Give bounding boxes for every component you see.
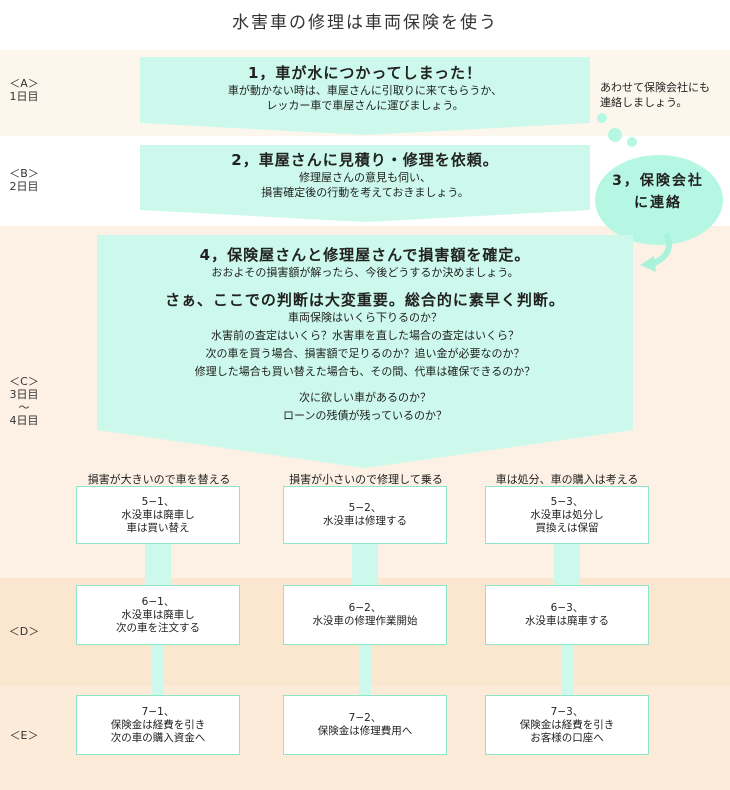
box-line: 保険金は経費を引き bbox=[519, 718, 615, 731]
aside-note: あわせて保険会社にも 連絡しましょう。 bbox=[600, 80, 724, 110]
step7-3-box: 7−3、 保険金は経費を引き お客様の口座へ bbox=[485, 695, 649, 755]
day-label-end: 4日目 bbox=[9, 414, 39, 427]
step1-box: 1，車が水につかってしまった！ 車が動かない時は、車屋さんに引取りに来てもらうか… bbox=[140, 57, 590, 123]
step5-3-box: 5−3、 水没車は処分し 買換えは保留 bbox=[485, 486, 649, 544]
day-label-sub: 1日目 bbox=[9, 90, 39, 103]
step4-question: 次に欲しい車があるのか？ bbox=[299, 391, 431, 404]
step4-question: 修理した場合も買い替えた場合も、その間、代車は確保できるのか？ bbox=[194, 365, 536, 378]
connector-3-5to6 bbox=[554, 543, 580, 585]
step6-1-box: 6−1、 水没車は廃車し 次の車を注文する bbox=[76, 585, 240, 645]
box-line: お客様の口座へ bbox=[530, 731, 604, 744]
aside-line: 連絡しましょう。 bbox=[600, 96, 688, 109]
day-label-mid: 〜 bbox=[18, 401, 30, 414]
step3-line: に連絡 bbox=[634, 195, 682, 211]
page-title: 水害車の修理は車両保険を使う bbox=[232, 13, 498, 33]
step3-bubble bbox=[595, 155, 723, 245]
day-label-sub: 3日目 bbox=[9, 388, 39, 401]
step5-2-box: 5−2、 水没車は修理する bbox=[283, 486, 447, 544]
connector-1-6to7 bbox=[152, 645, 164, 695]
box-line: 保険金は修理費用へ bbox=[317, 725, 413, 737]
day-label-c: ＜C＞ 3日目 〜 4日目 bbox=[0, 375, 48, 427]
day-label-e: ＜E＞ bbox=[0, 729, 48, 742]
step4-arrow-tip bbox=[97, 430, 633, 468]
step1-line: 車が動かない時は、車屋さんに引取りに来てもらうか、 bbox=[227, 84, 503, 97]
step2-line: 損害確定後の行動を考えておきましょう。 bbox=[261, 186, 469, 199]
branch-label-3: 車は処分、車の購入は考える bbox=[495, 473, 639, 486]
step3-line: 3，保険会社 bbox=[612, 173, 704, 189]
connector-2-6to7 bbox=[359, 645, 371, 695]
step7-2-box: 7−2、 保険金は修理費用へ bbox=[283, 695, 447, 755]
aside-line: あわせて保険会社にも bbox=[600, 81, 710, 94]
day-label-b: ＜B＞ 2日目 bbox=[0, 167, 48, 193]
step3-text: 3，保険会社 に連絡 bbox=[596, 170, 720, 214]
step4-question: 車両保険はいくら下りるのか？ bbox=[288, 311, 442, 324]
connector-2-5to6 bbox=[352, 543, 378, 585]
thought-bubble-dot bbox=[597, 113, 607, 123]
box-line: 5−1、 bbox=[141, 495, 175, 508]
box-line: 水没車は廃車する bbox=[525, 615, 609, 627]
step6-2-box: 6−2、 水没車の修理作業開始 bbox=[283, 585, 447, 645]
box-line: 5−3、 bbox=[550, 495, 584, 508]
step1-arrow-tip bbox=[140, 123, 590, 135]
day-label-d: ＜D＞ bbox=[0, 625, 48, 638]
step5-1-box: 5−1、 水没車は廃車し 車は買い替え bbox=[76, 486, 240, 544]
step4-box: 4，保険屋さんと修理屋さんで損害額を確定。 おおよその損害額が解ったら、今後どう… bbox=[97, 235, 633, 430]
box-line: 7−2、 bbox=[348, 712, 382, 724]
day-label-text: ＜B＞ bbox=[9, 167, 39, 180]
step4-heading2: さぁ、ここでの判断は大変重要。総合的に素早く判断。 bbox=[165, 291, 565, 309]
branch-label-1: 損害が大きいので車を替える bbox=[87, 473, 231, 486]
day-label-text: ＜E＞ bbox=[9, 729, 39, 742]
box-line: 車は買い替え bbox=[126, 521, 190, 534]
step1-heading: 1，車が水につかってしまった！ bbox=[247, 64, 483, 82]
box-line: 5−2、 bbox=[348, 502, 382, 514]
box-line: 次の車を注文する bbox=[116, 621, 200, 634]
box-line: 次の車の購入資金へ bbox=[110, 731, 206, 744]
box-line: 水没車は廃車し bbox=[121, 508, 195, 521]
box-line: 水没車は処分し bbox=[530, 508, 604, 521]
box-line: 7−1、 bbox=[141, 705, 175, 718]
day-label-text: ＜C＞ bbox=[9, 375, 39, 388]
day-label-text: ＜D＞ bbox=[8, 625, 40, 638]
step4-question: 水害前の査定はいくら？水害車を直した場合の査定はいくら？ bbox=[211, 329, 519, 342]
box-line: 保険金は経費を引き bbox=[110, 718, 206, 731]
step4-line: おおよその損害額が解ったら、今後どうするか決めましょう。 bbox=[211, 266, 519, 279]
thought-bubble-dot bbox=[608, 128, 622, 142]
box-line: 6−3、 bbox=[550, 602, 584, 614]
box-line: 水没車は修理する bbox=[323, 515, 407, 527]
curved-arrow-icon bbox=[640, 232, 672, 272]
branch-label-2: 損害が小さいので修理して乗る bbox=[289, 473, 443, 486]
box-line: 6−1、 bbox=[141, 595, 175, 608]
day-label-a: ＜A＞ 1日目 bbox=[0, 77, 48, 103]
step2-heading: 2，車屋さんに見積り・修理を依頼。 bbox=[231, 151, 499, 169]
step6-3-box: 6−3、 水没車は廃車する bbox=[485, 585, 649, 645]
box-line: 6−2、 bbox=[348, 602, 382, 614]
step1-line: レッカー車で車屋さんに運びましょう。 bbox=[266, 99, 464, 112]
step4-question: 次の車を買う場合、損害額で足りるのか？追い金が必要なのか？ bbox=[205, 347, 525, 360]
day-label-text: ＜A＞ bbox=[9, 77, 39, 90]
box-line: 7−3、 bbox=[550, 705, 584, 718]
step2-arrow-tip bbox=[140, 210, 590, 222]
step4-question: ローンの残債が残っているのか？ bbox=[283, 409, 447, 422]
box-line: 水没車は廃車し bbox=[121, 608, 195, 621]
day-label-sub: 2日目 bbox=[9, 180, 39, 193]
box-line: 買換えは保留 bbox=[535, 521, 599, 534]
thought-bubble-dot bbox=[627, 137, 637, 147]
step7-1-box: 7−1、 保険金は経費を引き 次の車の購入資金へ bbox=[76, 695, 240, 755]
step4-heading: 4，保険屋さんと修理屋さんで損害額を確定。 bbox=[199, 246, 531, 264]
step4-question-group: 次に欲しい車があるのか？ ローンの残債が残っているのか？ bbox=[97, 386, 633, 423]
connector-1-5to6 bbox=[145, 543, 171, 585]
box-line: 水没車の修理作業開始 bbox=[312, 615, 418, 627]
step2-box: 2，車屋さんに見積り・修理を依頼。 修理屋さんの意見も伺い、 損害確定後の行動を… bbox=[140, 145, 590, 210]
step2-line: 修理屋さんの意見も伺い、 bbox=[299, 171, 431, 184]
connector-3-6to7 bbox=[561, 645, 573, 695]
